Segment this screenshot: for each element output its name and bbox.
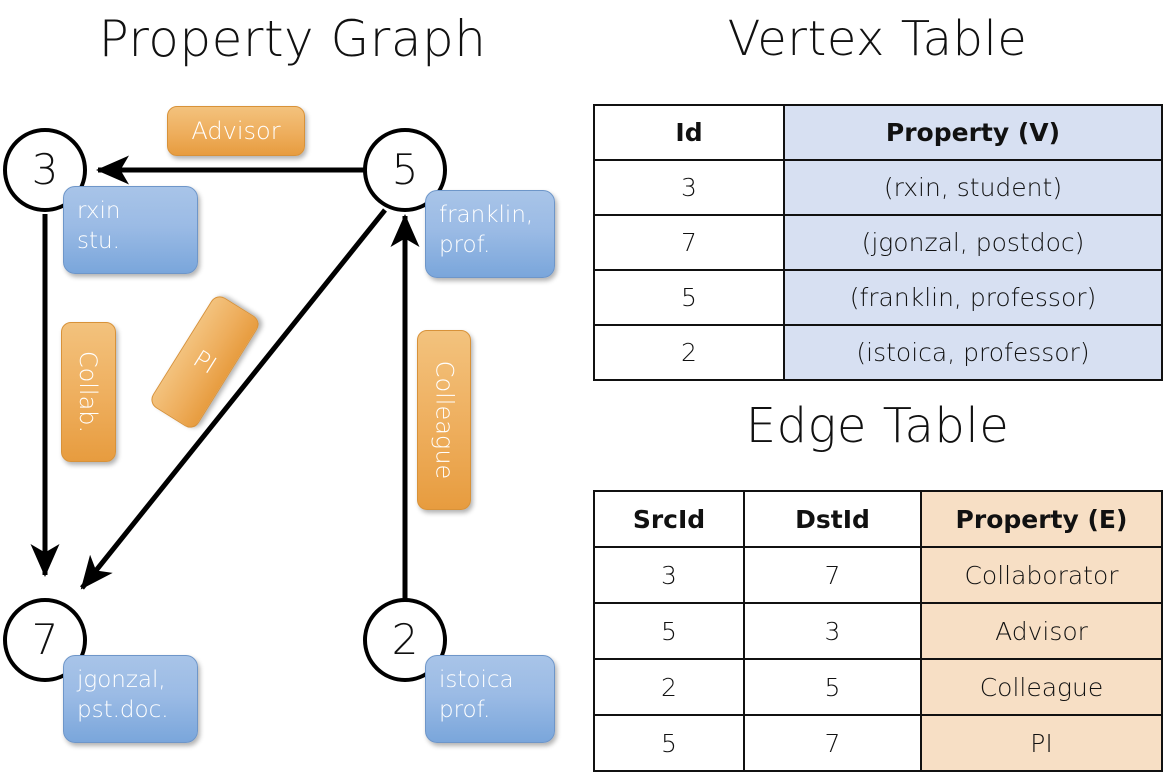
edge-table-header-dstid: DstId [743, 490, 922, 548]
page-title-vertex-table: Vertex Table [727, 11, 1028, 67]
edge-label-advisor: Advisor [167, 106, 305, 156]
table-row[interactable]: 3 (rxin, student) [593, 159, 1163, 216]
vertex-cell-property: (jgonzal, postdoc) [783, 214, 1163, 271]
vertex-cell-property: (istoica, professor) [783, 324, 1163, 381]
edge-cell-dstid: 5 [743, 658, 922, 716]
edge-table-header-row: SrcId DstId Property (E) [593, 490, 1163, 548]
edge-cell-dstid: 7 [743, 714, 922, 772]
table-row[interactable]: 2 (istoica, professor) [593, 324, 1163, 381]
edge-table-header-property: Property (E) [920, 490, 1163, 548]
page-title-edge-table: Edge Table [745, 398, 1010, 454]
edge-cell-srcid: 2 [593, 658, 745, 716]
table-row[interactable]: 2 5 Colleague [593, 658, 1163, 716]
edge-cell-property: Colleague [920, 658, 1163, 716]
edge-cell-srcid: 5 [593, 714, 745, 772]
edge-label-advisor-text: Advisor [191, 117, 281, 145]
node-property-box-rxin: rxin stu. [63, 186, 198, 274]
vertex-cell-id: 3 [593, 159, 785, 216]
vertex-table: Id Property (V) 3 (rxin, student) 7 (jgo… [593, 104, 1163, 381]
table-row[interactable]: 7 (jgonzal, postdoc) [593, 214, 1163, 271]
graph-node-2[interactable]: 2 [363, 598, 447, 682]
table-row[interactable]: 5 (franklin, professor) [593, 269, 1163, 326]
edge-label-colleague-text: Colleague [430, 360, 459, 480]
edge-5-to-7 [80, 208, 387, 590]
edge-label-collab: Collab. [61, 322, 116, 462]
edge-cell-srcid: 3 [593, 546, 745, 604]
vertex-cell-id: 7 [593, 214, 785, 271]
edge-cell-dstid: 3 [743, 602, 922, 660]
graph-node-5[interactable]: 5 [363, 128, 447, 212]
vertex-table-header-id: Id [593, 104, 785, 161]
page-title-property-graph: Property Graph [98, 10, 487, 68]
edge-cell-property: Collaborator [920, 546, 1163, 604]
node-property-box-jgonzal: jgonzal, pst.doc. [63, 655, 198, 743]
node-property-box-istoica: istoica prof. [425, 655, 555, 743]
edge-cell-dstid: 7 [743, 546, 922, 604]
edge-label-pi-text: PI [188, 344, 222, 380]
table-row[interactable]: 5 3 Advisor [593, 602, 1163, 660]
node-property-box-franklin: franklin, prof. [425, 190, 555, 278]
edge-label-colleague: Colleague [417, 330, 471, 510]
graph-edges [30, 155, 420, 600]
edge-table-header-srcid: SrcId [593, 490, 745, 548]
vertex-cell-id: 2 [593, 324, 785, 381]
vertex-cell-id: 5 [593, 269, 785, 326]
table-row[interactable]: 5 7 PI [593, 714, 1163, 772]
edge-table: SrcId DstId Property (E) 3 7 Collaborato… [593, 490, 1163, 772]
vertex-table-header-row: Id Property (V) [593, 104, 1163, 161]
vertex-table-header-property: Property (V) [783, 104, 1163, 161]
vertex-cell-property: (franklin, professor) [783, 269, 1163, 326]
vertex-cell-property: (rxin, student) [783, 159, 1163, 216]
edge-label-collab-text: Collab. [74, 350, 103, 434]
table-row[interactable]: 3 7 Collaborator [593, 546, 1163, 604]
edge-cell-srcid: 5 [593, 602, 745, 660]
edge-cell-property: Advisor [920, 602, 1163, 660]
property-graph-panel: Property Graph 3 5 7 2 rxin stu. frankli… [0, 0, 585, 760]
edge-cell-property: PI [920, 714, 1163, 772]
